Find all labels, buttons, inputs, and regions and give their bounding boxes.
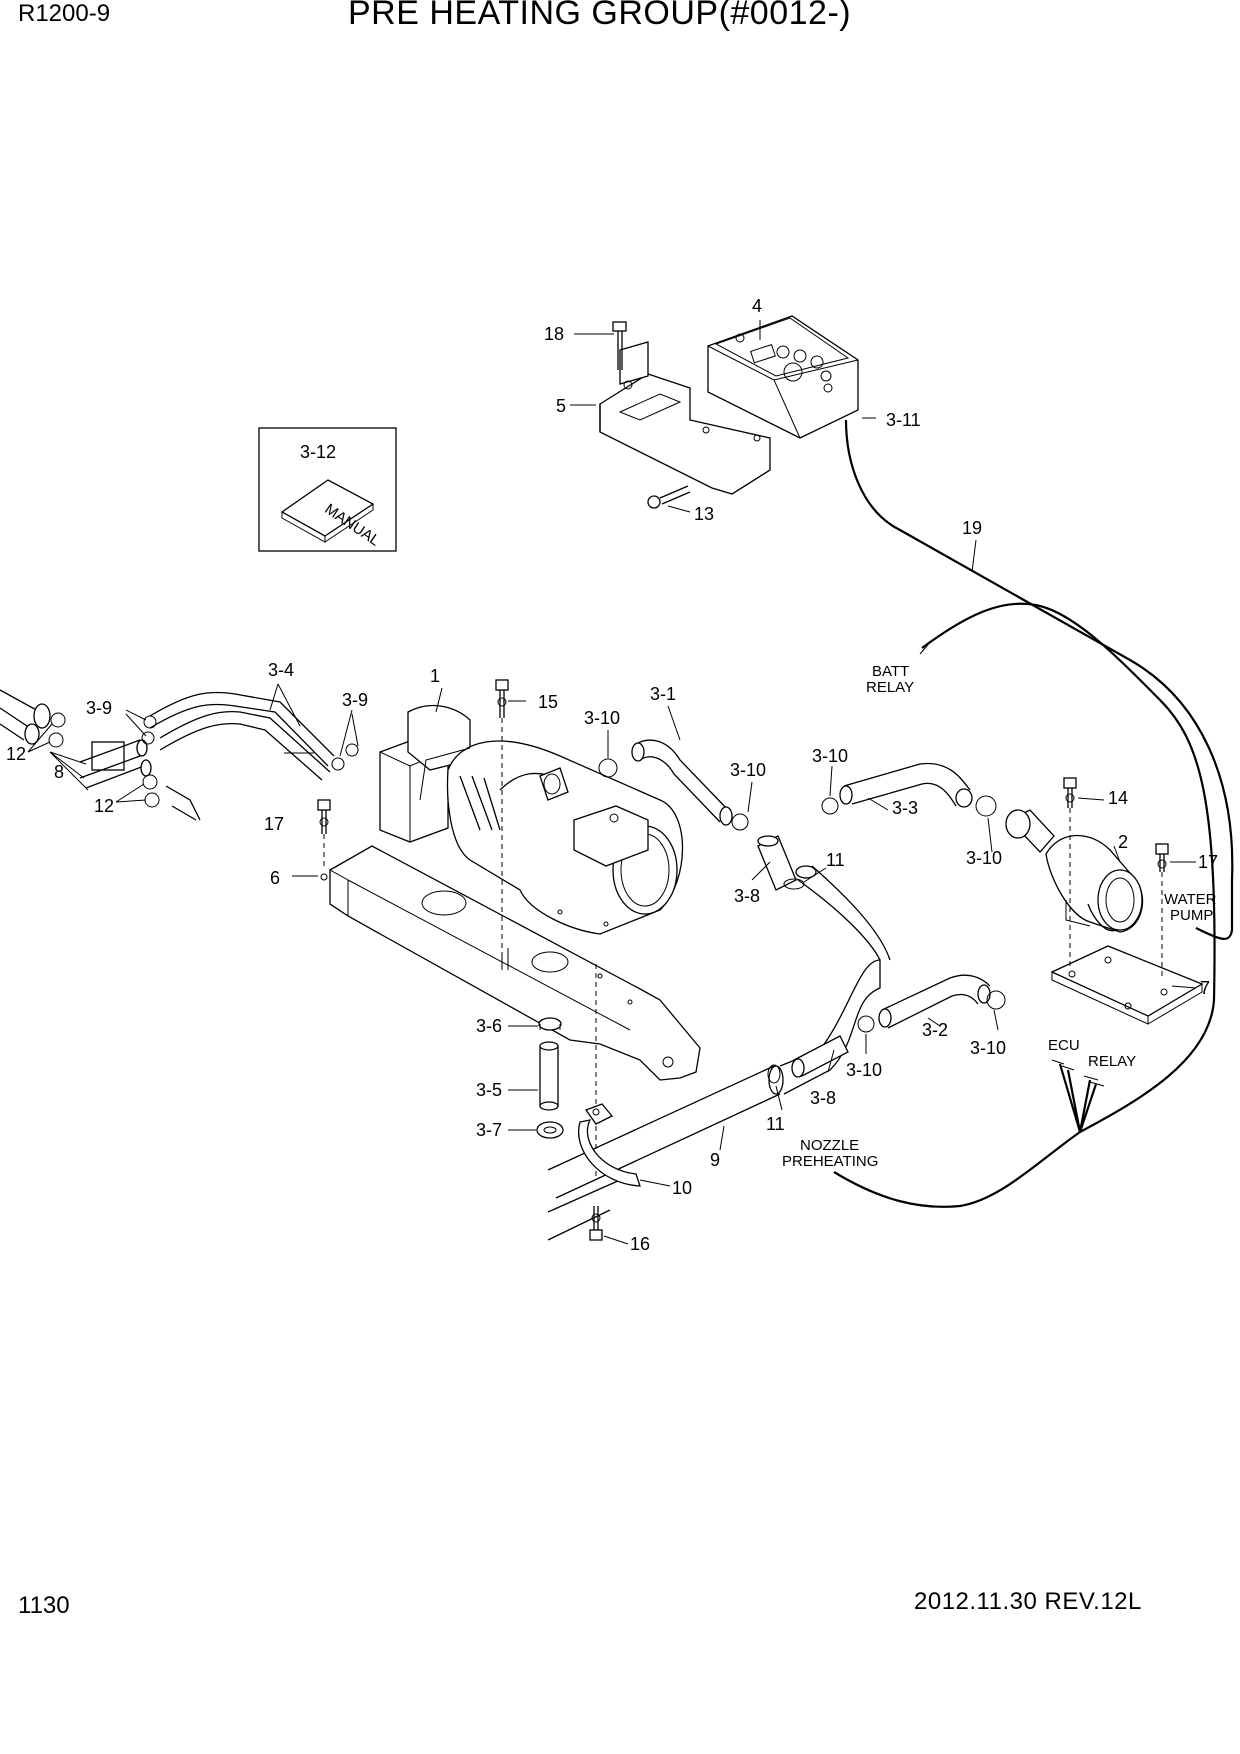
callout-9: 9 [710,1150,720,1170]
page-title: PRE HEATING GROUP(#0012-) [348,0,852,32]
callout-3-10-d: 3-10 [966,848,1002,868]
callout-6: 6 [270,868,280,888]
callout-3-6: 3-6 [476,1016,502,1036]
note-relay: RELAY [1088,1053,1136,1070]
note-preheating: PREHEATING [782,1153,878,1170]
callout-13: 13 [694,504,714,524]
callout-3-11: 3-11 [886,410,921,430]
callout-3-5: 3-5 [476,1080,502,1100]
callout-3-3: 3-3 [892,798,918,818]
revision-date: 2012.11.30 REV.12L [914,1588,1142,1615]
pipe-3-5 [539,1041,559,1111]
timer-bracket-5 [599,341,771,495]
clamps-11 [767,878,805,1084]
bolt-15 [495,679,509,950]
bolt-13 [647,485,691,509]
callout-3-8-bottom: 3-8 [810,1088,836,1108]
pipe-bend-lower [795,865,891,961]
callout-3-7: 3-7 [476,1120,502,1140]
callout-14: 14 [1108,788,1128,808]
tube-3-8-lower [791,1035,849,1078]
callout-16: 16 [630,1234,650,1254]
callout-labels: 4 18 5 3-11 13 19 3-12 3-4 1 15 3-1 3-9 … [6,296,1218,1254]
callout-15: 15 [538,692,558,712]
clamp-10 [578,1103,641,1187]
callout-3-9-right: 3-9 [342,690,368,710]
hose-3-2 [878,974,991,1029]
heater-1 [379,704,684,935]
pipe-left-stubs [0,689,201,821]
note-ecu: ECU [1048,1037,1080,1054]
callout-3-10-a: 3-10 [584,708,620,728]
callout-12-bottom: 12 [94,796,114,816]
callout-3-4: 3-4 [268,660,294,680]
clamps-3-10 [598,758,1006,1033]
grommet-3-7 [536,1121,564,1139]
callout-18: 18 [544,324,564,344]
hose-3-1 [631,739,733,826]
notes: BATT RELAY WATER PUMP ECU RELAY NOZZLE P… [782,663,1217,1170]
bolt-14 [1063,777,1077,966]
note-pump: PUMP [1170,907,1213,924]
callout-19: 19 [962,518,982,538]
pipe-9 [547,959,881,1241]
note-batt-relay: RELAY [866,679,914,696]
page-number: 1130 [18,1592,70,1619]
callout-17-right: 17 [1198,852,1218,872]
base-plate-6 [320,845,701,1081]
callout-11-top: 11 [826,850,845,870]
bolt-17-left [317,799,331,870]
callout-3-9-left: 3-9 [86,698,112,718]
connector-8 [79,739,152,789]
clamp-3-6 [538,1017,562,1031]
clamps-12 [48,712,160,808]
callout-4: 4 [752,296,762,316]
bracket-7 [1050,945,1204,1025]
timer-unit-4 [707,315,859,439]
bolt-18 [612,321,627,370]
note-batt: BATT [872,663,909,680]
callout-3-10-e: 3-10 [970,1038,1006,1058]
leader-lines [27,320,1197,1245]
callout-17-left: 17 [264,814,284,834]
callout-3-10-f: 3-10 [846,1060,882,1080]
tube-3-8-upper [757,835,797,891]
fuel-lines-3-4 [149,691,335,781]
callout-7: 7 [1200,978,1210,998]
callout-10: 10 [672,1178,692,1198]
callout-5: 5 [556,396,566,416]
callout-8: 8 [54,762,64,782]
callout-3-10-c: 3-10 [812,746,848,766]
callout-12-top: 12 [6,744,26,764]
model-name: R1200-9 [18,0,111,27]
harness-19 [833,419,1234,1208]
callout-3-12: 3-12 [300,442,336,462]
callout-2: 2 [1118,832,1128,852]
callout-1: 1 [430,666,440,686]
callout-3-10-b: 3-10 [730,760,766,780]
note-water: WATER [1164,891,1217,908]
callout-11-bottom: 11 [766,1114,785,1134]
callout-3-8-top: 3-8 [734,886,760,906]
bolt-17-right [1155,843,1169,980]
water-pump-2 [1005,809,1144,933]
callout-3-1: 3-1 [650,684,676,704]
note-nozzle: NOZZLE [800,1137,859,1154]
callout-3-2: 3-2 [922,1020,948,1040]
clamps-3-9 [141,715,359,771]
hose-3-3 [839,762,973,808]
